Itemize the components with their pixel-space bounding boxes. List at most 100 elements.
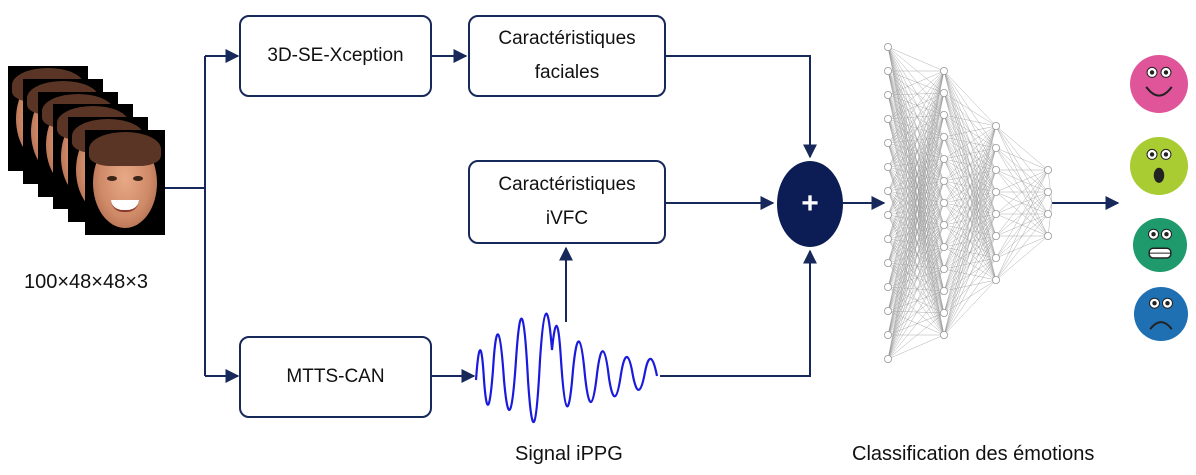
network-neuron — [992, 165, 1001, 174]
network-edge — [887, 290, 945, 360]
network-edge — [887, 92, 945, 192]
network-neuron — [884, 234, 893, 243]
network-edge — [887, 70, 945, 182]
network-edge — [887, 118, 945, 226]
network-edge — [943, 125, 997, 248]
network-edge — [887, 224, 945, 240]
network-neuron — [884, 91, 893, 100]
network-edge — [995, 169, 1049, 259]
network-edge — [887, 268, 945, 312]
network-neuron — [992, 187, 1001, 196]
network-neuron — [940, 330, 949, 339]
network-edge — [887, 114, 945, 264]
network-edge — [887, 166, 945, 182]
network-edge — [887, 224, 945, 360]
neural-network — [884, 43, 1053, 363]
arrow-signal-plus — [660, 249, 817, 377]
network-neuron — [884, 306, 893, 315]
network-neuron — [884, 186, 893, 195]
network-edge — [887, 202, 945, 240]
network-edge — [887, 92, 945, 240]
signal-label: Signal iPPG — [515, 443, 623, 465]
network-edge — [887, 180, 945, 192]
network-edge — [887, 166, 945, 226]
face-image — [89, 132, 161, 228]
network-neuron — [940, 286, 949, 295]
network-edge — [943, 125, 997, 270]
network-edge — [887, 246, 945, 264]
network-neuron — [992, 143, 1001, 152]
network-edge — [887, 92, 945, 264]
network-edge — [887, 214, 945, 226]
network-edge — [887, 202, 945, 216]
classification-label: Classification des émotions — [852, 443, 1095, 465]
network-edge — [887, 202, 945, 336]
network-edge — [887, 46, 945, 226]
network-edge — [887, 118, 945, 248]
network-neuron — [940, 111, 949, 120]
network-edge — [943, 125, 997, 182]
network-edge — [887, 70, 945, 314]
network-edge — [943, 147, 997, 336]
surprised-emoji-icon — [1130, 137, 1188, 195]
network-edge — [887, 114, 945, 216]
network-edge — [887, 118, 945, 270]
network-edge — [887, 118, 945, 336]
network-neuron — [884, 43, 893, 52]
network-edge — [995, 235, 1049, 281]
network-edge — [887, 94, 945, 226]
network-edge — [887, 136, 945, 312]
input-shape-label: 100×48×48×3 — [24, 271, 149, 293]
network-edge — [887, 92, 945, 96]
network-edge — [887, 70, 945, 120]
network-edge — [887, 70, 945, 160]
network-edge — [887, 70, 945, 292]
network-edge — [943, 279, 997, 336]
network-edge — [887, 46, 945, 138]
network-edge — [943, 125, 997, 138]
network-edge — [943, 191, 997, 336]
network-edge — [995, 213, 1049, 281]
network-edge — [887, 114, 945, 360]
network-edge — [887, 158, 945, 168]
network-edge — [887, 224, 945, 288]
network-edge — [887, 214, 945, 270]
network-edge — [887, 114, 945, 168]
network-edge — [887, 268, 945, 360]
network-edge — [887, 180, 945, 360]
network-neuron — [884, 115, 893, 124]
network-edge — [887, 202, 945, 360]
network-edge — [887, 70, 945, 192]
network-edge — [943, 92, 997, 127]
network-edge — [887, 180, 945, 264]
network-edge — [887, 70, 945, 360]
network-edge — [887, 214, 945, 248]
network-edge — [887, 46, 945, 270]
network-edge — [887, 118, 945, 292]
network-neuron — [1044, 165, 1053, 174]
network-edge — [887, 166, 945, 270]
network-edge — [887, 92, 945, 144]
network-edge — [995, 125, 1049, 171]
network-edge — [887, 46, 945, 94]
network-edge — [887, 118, 945, 204]
happy-face-glyph — [1145, 66, 1173, 97]
network-edge — [887, 136, 945, 288]
network-edge — [887, 94, 945, 270]
network-edge — [995, 169, 1049, 237]
fusion-plus-node: + — [777, 161, 843, 247]
network-edge — [887, 190, 945, 270]
network-edge — [887, 158, 945, 288]
network-edge — [887, 114, 945, 336]
network-edge — [943, 169, 997, 336]
network-edge — [887, 224, 945, 264]
network-edge — [943, 125, 997, 314]
network-edge — [887, 190, 945, 292]
network-edge — [995, 169, 1049, 281]
network-neuron — [940, 67, 949, 76]
network-neuron — [1044, 209, 1053, 218]
network-edge — [943, 257, 997, 336]
network-edge — [887, 202, 945, 264]
network-edge — [887, 246, 945, 360]
network-edge — [943, 125, 997, 336]
